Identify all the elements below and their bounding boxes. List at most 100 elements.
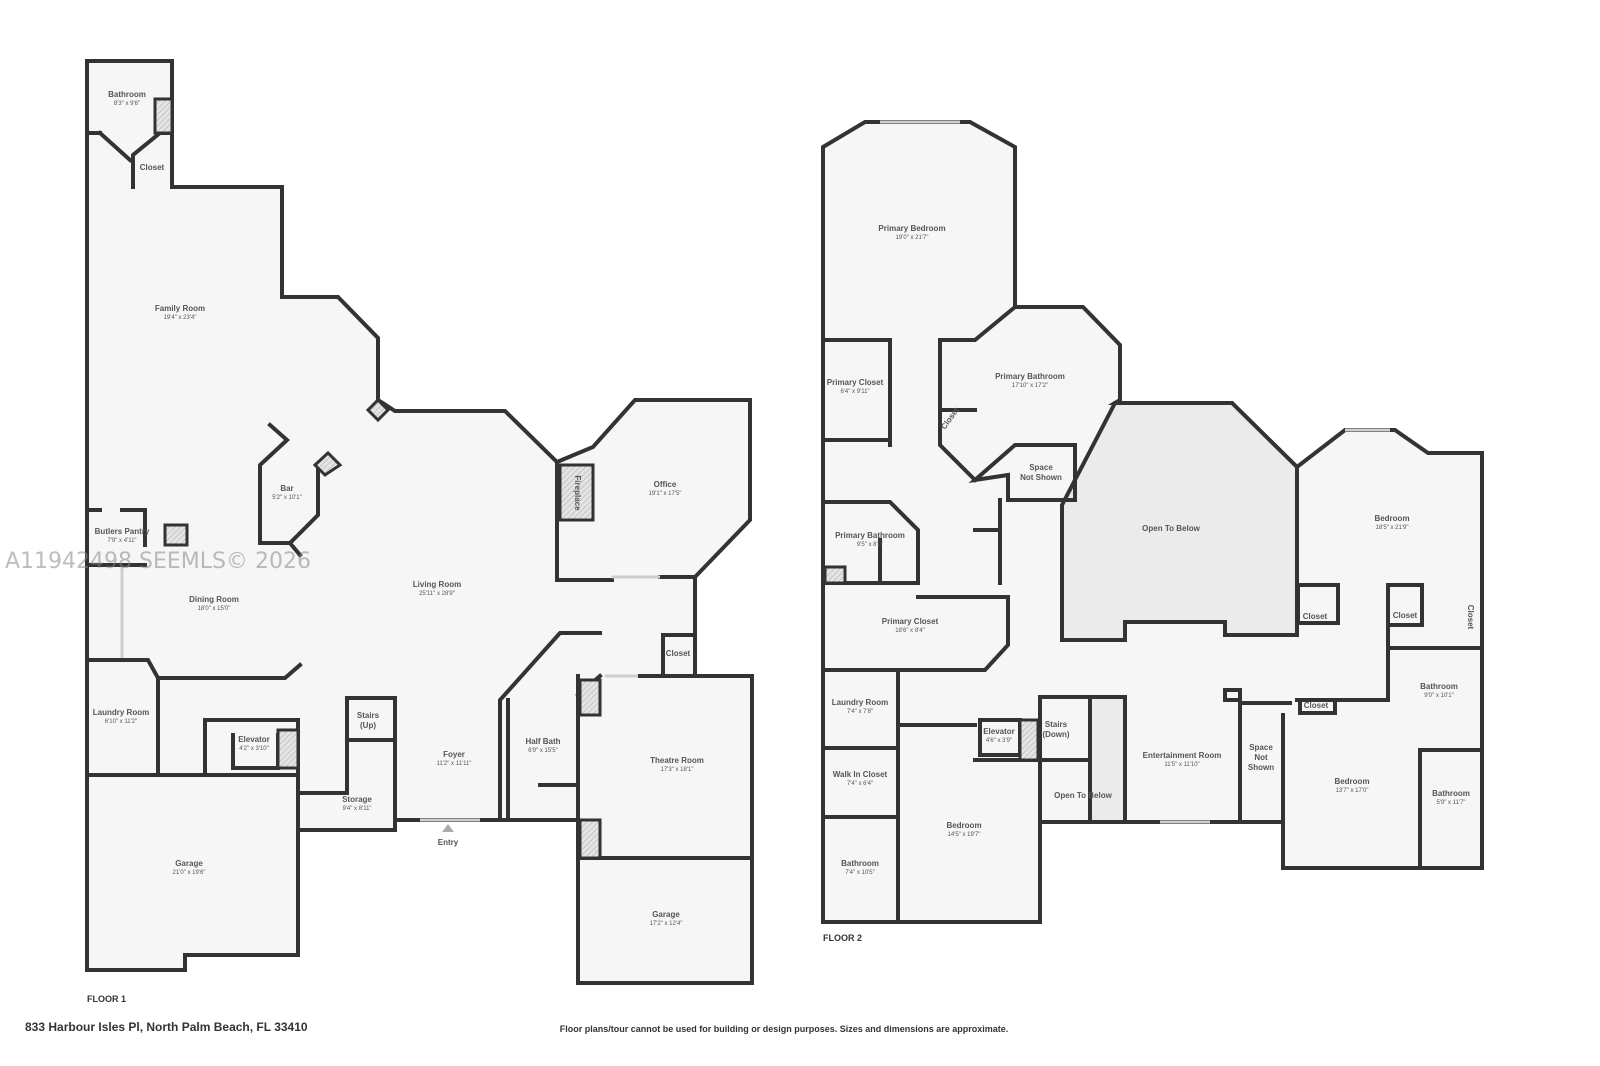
room-name: (Up) bbox=[360, 721, 376, 730]
room-dimensions: 7'4" x 7'8" bbox=[847, 709, 873, 715]
floor-1-plan bbox=[85, 59, 754, 985]
room-label: Garage 21'0" x 19'6" bbox=[173, 859, 206, 876]
room-label: Laundry Room 7'4" x 7'8" bbox=[832, 698, 888, 715]
room-label: Entertainment Room 11'5" x 11'10" bbox=[1143, 751, 1222, 768]
room-label: Closet bbox=[1303, 612, 1328, 621]
room-name: Theatre Room bbox=[650, 756, 704, 765]
room-name: Stairs bbox=[357, 711, 380, 720]
room-name: Laundry Room bbox=[832, 698, 888, 707]
room-name: Entertainment Room bbox=[1143, 751, 1222, 760]
room-dimensions: 21'0" x 19'6" bbox=[173, 870, 206, 876]
room-name: Elevator bbox=[238, 735, 270, 744]
floor-1-footprint bbox=[85, 59, 754, 985]
room-name: Space bbox=[1029, 463, 1053, 472]
room-name: Closet bbox=[140, 163, 165, 172]
room-label: Closet bbox=[1304, 701, 1329, 710]
room-label: Bathroom 7'4" x 10'5" bbox=[841, 859, 879, 876]
room-dimensions: 19'4" x 23'4" bbox=[164, 315, 197, 321]
room-name: Not Shown bbox=[1020, 473, 1062, 482]
room-label: Half Bath 6'9" x 15'5" bbox=[525, 737, 560, 754]
room-name: Laundry Room bbox=[93, 708, 149, 717]
room-name: Primary Bathroom bbox=[835, 531, 905, 540]
open-to-below-area bbox=[1060, 401, 1299, 642]
room-name: Bathroom bbox=[108, 90, 146, 99]
room-label: Fireplace bbox=[573, 475, 582, 511]
floor-1-walls bbox=[85, 97, 754, 985]
room-name: Family Room bbox=[155, 304, 205, 313]
room-name: Bathroom bbox=[841, 859, 879, 868]
room-label: Living Room 25'11" x 28'9" bbox=[413, 580, 461, 597]
room-dimensions: 17'2" x 12'4" bbox=[650, 921, 683, 927]
room-dimensions: 17'3" x 18'1" bbox=[661, 767, 694, 773]
room-name: Primary Closet bbox=[882, 617, 939, 626]
room-label: Bathroom 8'3" x 9'6" bbox=[108, 90, 146, 107]
room-label: Closet bbox=[666, 649, 691, 658]
floor-2-walls bbox=[821, 120, 1484, 924]
room-dimensions: 6'9" x 15'5" bbox=[528, 748, 558, 754]
room-dimensions: 5'9" x 11'7" bbox=[1436, 800, 1465, 806]
room-dimensions: 19'1" x 17'5" bbox=[649, 491, 682, 497]
room-name: Dining Room bbox=[189, 595, 239, 604]
stairs-down bbox=[1038, 695, 1092, 762]
room-label: Primary Bathroom 9'5" x 8'0" bbox=[835, 531, 905, 548]
room-label: Closet bbox=[1393, 611, 1418, 620]
room-name: Entry bbox=[438, 838, 459, 847]
disclaimer: Floor plans/tour cannot be used for buil… bbox=[560, 1024, 1009, 1034]
room-dimensions: 17'10" x 17'2" bbox=[1012, 383, 1048, 389]
room-label: Elevator 4'6" x 3'9" bbox=[983, 727, 1015, 744]
room-name: Primary Bedroom bbox=[878, 224, 945, 233]
room-name: Garage bbox=[175, 859, 203, 868]
room-name: Living Room bbox=[413, 580, 461, 589]
room-label: Butlers Pantry 7'9" x 4'11" bbox=[95, 527, 150, 544]
floor-2-plan bbox=[821, 120, 1484, 924]
room-label: Closet bbox=[140, 163, 165, 172]
room-name: Bedroom bbox=[946, 821, 981, 830]
room-name: Half Bath bbox=[525, 737, 560, 746]
room-label: Primary Bedroom 19'0" x 21'7" bbox=[878, 224, 945, 241]
room-name: Not bbox=[1254, 753, 1268, 762]
room-dimensions: 7'9" x 4'11" bbox=[107, 538, 136, 544]
room-dimensions: 9'5" x 8'0" bbox=[857, 542, 883, 548]
room-dimensions: 11'5" x 11'10" bbox=[1164, 762, 1199, 768]
room-dimensions: 19'0" x 21'7" bbox=[896, 235, 929, 241]
room-name: Butlers Pantry bbox=[95, 527, 150, 536]
room-name: (Down) bbox=[1042, 730, 1069, 739]
room-name: Fireplace bbox=[573, 475, 582, 511]
room-dimensions: 8'3" x 9'6" bbox=[114, 101, 140, 107]
room-name: Bedroom bbox=[1374, 514, 1409, 523]
room-dimensions: 6'4" x 9'11" bbox=[840, 389, 869, 395]
room-label: Entry bbox=[438, 838, 459, 847]
floor-2-label: FLOOR 2 bbox=[823, 933, 862, 943]
room-name: Stairs bbox=[1045, 720, 1068, 729]
room-dimensions: 7'4" x 10'5" bbox=[845, 870, 875, 876]
room-label: Stairs(Up) bbox=[357, 711, 380, 730]
room-name: Garage bbox=[652, 910, 680, 919]
room-dimensions: 4'6" x 3'9" bbox=[986, 738, 1012, 744]
open-to-below-stairwell bbox=[1088, 695, 1127, 824]
room-dimensions: 9'4" x 8'11" bbox=[342, 806, 371, 812]
room-name: Bathroom bbox=[1420, 682, 1458, 691]
watermark: A11942498 SEEMLS© 2026 bbox=[5, 549, 311, 574]
room-name: Closet bbox=[1466, 605, 1475, 630]
room-name: Closet bbox=[1393, 611, 1418, 620]
room-label: Theatre Room 17'3" x 18'1" bbox=[650, 756, 704, 773]
room-name: Shown bbox=[1248, 763, 1274, 772]
room-dimensions: 5'2" x 10'1" bbox=[272, 495, 302, 501]
room-dimensions: 25'11" x 28'9" bbox=[419, 591, 455, 597]
room-name: Elevator bbox=[983, 727, 1015, 736]
room-name: Foyer bbox=[443, 750, 465, 759]
room-dimensions: 4'2" x 3'10" bbox=[239, 746, 269, 752]
room-name: Bar bbox=[280, 484, 293, 493]
